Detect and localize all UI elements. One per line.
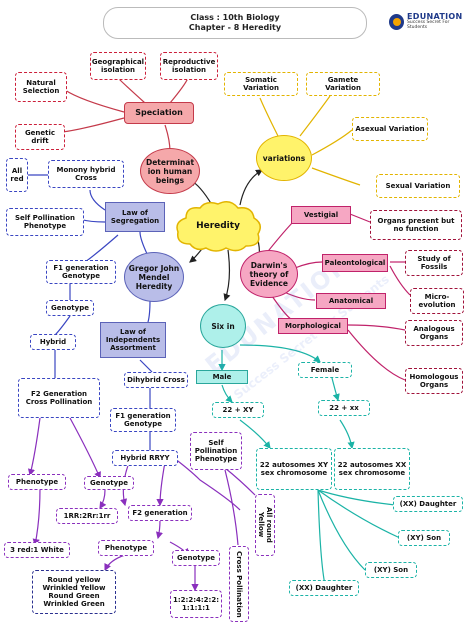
node-asexual-variation: Asexual Variation — [352, 117, 428, 141]
node-xy-son-2: (XY) Son — [365, 562, 417, 578]
node-monohybrid-cross: Monony hybrid Cross — [48, 160, 124, 188]
node-genotype-2: Genotype — [84, 476, 134, 490]
node-phenotype-2: Phenotype — [98, 540, 154, 556]
node-male: Male — [196, 370, 248, 384]
node-f1-generation-genotype: F1 generation Genotype — [46, 260, 116, 284]
heredity-cloud-icon — [176, 201, 261, 252]
node-dihybrid-cross: Dihybrid Cross — [124, 372, 188, 388]
node-f2-generation: F2 generation — [128, 505, 192, 521]
node-genotype-3: Genotype — [172, 550, 220, 566]
logo-icon — [389, 14, 405, 30]
node-morphological: Morphological — [278, 318, 348, 334]
node-22-autosomes-xx: 22 autosomes XX sex chromosome — [334, 448, 410, 490]
node-all-round-yellow: All round Yellow — [255, 494, 275, 556]
node-darwins-theory: Darwin's theory of Evidence — [240, 250, 298, 298]
node-organs-present-no-function: Organs present but no function — [370, 210, 462, 240]
node-phenotype-1: Phenotype — [8, 474, 66, 490]
node-analogous-organs: Analogous Organs — [405, 320, 463, 346]
node-f2-cross-pollination: F2 Generation Cross Pollination — [18, 378, 100, 418]
node-ratio-rr: 1RR:2Rr:1rr — [56, 508, 118, 524]
logo-name: EDUNATION — [407, 11, 463, 21]
node-micro-evolution: Micro-evolution — [410, 288, 464, 314]
node-cross-pollination: Cross Pollination — [229, 546, 249, 622]
node-somatic-variation: Somatic Variation — [224, 72, 298, 96]
page-title: Class : 10th Biology Chapter - 8 Heredit… — [103, 7, 367, 39]
node-xx-daughter-1: (XX) Daughter — [393, 496, 463, 512]
node-genotype-1: Genotype — [46, 300, 94, 316]
brand-logo: EDUNATION Success Secret For Students — [389, 9, 467, 35]
node-study-of-fossils: Study of Fossils — [405, 250, 463, 276]
node-homologous-organs: Homologous Organs — [405, 368, 463, 394]
node-law-of-segregation: Law of Segregation — [105, 202, 165, 232]
node-ratio-dihybrid: 1:2:2:4:2:2: 1:1:1:1 — [170, 590, 222, 618]
node-22-xx: 22 + xx — [318, 400, 370, 416]
node-22-autosomes-xy: 22 autosomes XY sex chromosome — [256, 448, 332, 490]
node-sexual-variation: Sexual Variation — [376, 174, 460, 198]
node-f1-generation-genotype-2: F1 generation Genotype — [110, 408, 176, 432]
node-red-white-ratio: 3 red:1 White — [4, 542, 70, 558]
node-round-wrinkled-list: Round yellow Wrinkled Yellow Round Green… — [32, 570, 116, 614]
node-self-pollination-phenotype-2: Self Pollination Phenotype — [190, 432, 242, 470]
node-hybrid: Hybrid — [30, 334, 76, 350]
node-determination-human-beings: Determinat ion human beings — [140, 148, 200, 194]
node-geographical-isolation: Geographical isolation — [90, 52, 146, 80]
node-vestigial: Vestigial — [291, 206, 351, 224]
node-all-red: All red — [6, 158, 28, 192]
node-mendel-heredity: Gregor John Mendel Heredity — [124, 252, 184, 302]
node-speciation: Speciation — [124, 102, 194, 124]
node-female: Female — [298, 362, 352, 378]
node-heredity: Heredity — [196, 220, 240, 231]
node-self-pollination-phenotype: Self Pollination Phenotype — [6, 208, 84, 236]
title-line-class: Class : 10th Biology — [190, 12, 280, 22]
node-xx-daughter-2: (XX) Daughter — [289, 580, 359, 596]
node-law-of-independent-assortment: Law of Independents Assortment — [100, 322, 166, 358]
node-variations: variations — [256, 135, 312, 181]
node-hybrid-rryy: Hybrid RRYY — [112, 450, 178, 466]
node-genetic-drift: Genetic drift — [15, 124, 65, 150]
node-22-xy: 22 + XY — [212, 402, 264, 418]
node-reproductive-isolation: Reproductive isolation — [160, 52, 218, 80]
title-line-chapter: Chapter - 8 Heredity — [188, 23, 282, 32]
node-anatomical: Anatomical — [316, 293, 386, 309]
node-six-in: Six in — [200, 304, 246, 348]
logo-tagline: Success Secret For Students — [407, 20, 450, 31]
node-gamete-variation: Gamete Variation — [306, 72, 380, 96]
node-xy-son-1: (XY) Son — [398, 530, 450, 546]
node-paleontological: Paleontological — [322, 254, 388, 272]
node-natural-selection: Natural Selection — [15, 72, 67, 102]
